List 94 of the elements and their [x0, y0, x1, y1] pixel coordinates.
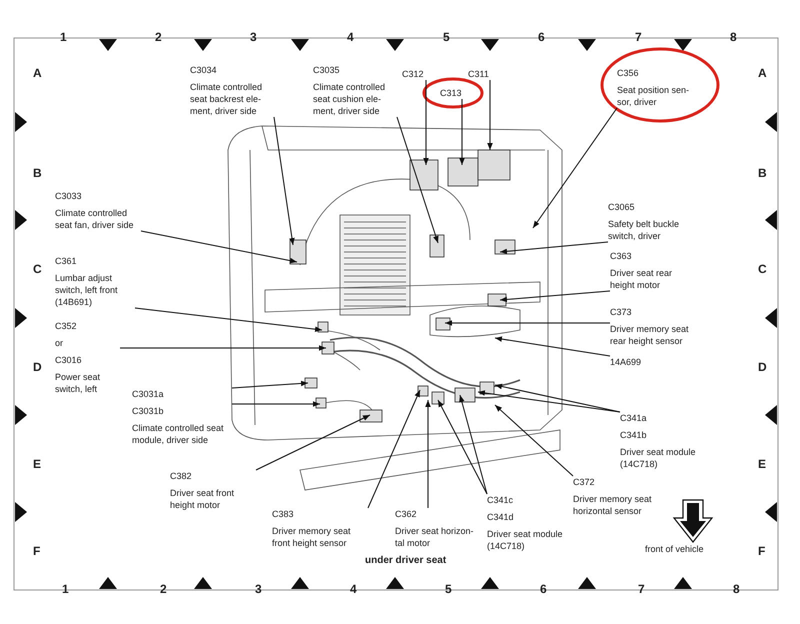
grid-reference: 5: [445, 582, 452, 596]
grid-reference: 2: [155, 30, 162, 44]
leader-line: [444, 320, 610, 326]
callout-text: C383: [272, 508, 294, 520]
leader-line: [140, 230, 298, 264]
callout-text: C362: [395, 508, 417, 520]
callout-text: Climate controlled seat cushion ele- ment, driver side: [313, 81, 386, 117]
leader-line: [459, 98, 465, 166]
leader-line: [134, 308, 322, 332]
leader-line: [494, 336, 610, 356]
callout-text: Driver seat module (14C718): [620, 446, 697, 470]
callout-text: Safety belt buckle switch, driver: [608, 218, 680, 242]
callout-text: Driver memory seat horizontal sensor: [573, 493, 653, 517]
callout-text: C313: [440, 87, 462, 99]
leader-line: [423, 80, 429, 166]
callout-text: Power seat switch, left: [55, 371, 102, 395]
callout-text: Driver seat horizon- tal motor: [395, 525, 475, 549]
grid-reference: 4: [350, 582, 357, 596]
callout-text: Driver memory seat rear height sensor: [610, 323, 690, 347]
grid-reference: A: [758, 66, 767, 80]
grid-reference: F: [758, 544, 766, 558]
callout-text: C3034: [190, 64, 217, 76]
callout-text: or: [55, 337, 64, 349]
grid-reference: 8: [733, 582, 740, 596]
leader-line: [425, 400, 431, 508]
leader-line: [459, 394, 488, 494]
callout-text: C3035: [313, 64, 340, 76]
callout-text: C373: [610, 306, 632, 318]
grid-reference: 2: [160, 582, 167, 596]
grid-reference: D: [758, 360, 767, 374]
callout-text: C3031b: [132, 405, 164, 417]
callout-text: Driver memory seat front height sensor: [272, 525, 352, 549]
grid-reference: 6: [540, 582, 547, 596]
callout-text: C352: [55, 320, 77, 332]
callout-text: Climate controlled seat module, driver side: [132, 422, 225, 446]
grid-reference: B: [33, 166, 42, 180]
grid-reference: 5: [443, 30, 450, 44]
leader-line: [274, 116, 295, 246]
leader-line: [478, 390, 620, 412]
callout-text: C356: [617, 67, 639, 79]
callout-text: Driver seat rear height motor: [610, 267, 674, 291]
grid-reference: 7: [635, 30, 642, 44]
callout-text: C341d: [487, 511, 514, 523]
grid-reference: 1: [60, 30, 67, 44]
grid-reference: 1: [62, 582, 69, 596]
grid-reference: 7: [638, 582, 645, 596]
callout-text: Lumbar adjust switch, left front (14B691): [55, 272, 119, 308]
grid-reference: 6: [538, 30, 545, 44]
grid-reference: 4: [347, 30, 354, 44]
callout-text: Climate controlled seat fan, driver side: [55, 207, 135, 231]
leader-line: [120, 345, 326, 351]
grid-reference: C: [33, 262, 42, 276]
leader-line: [438, 400, 488, 494]
leader-line: [487, 80, 493, 150]
callout-text: 14A699: [610, 356, 642, 368]
grid-reference: B: [758, 166, 767, 180]
direction-label: front of vehicle: [645, 544, 704, 554]
callout-text: C3033: [55, 190, 82, 202]
callout-text: C311: [468, 68, 489, 80]
leader-line: [232, 380, 308, 388]
grid-reference: A: [33, 66, 42, 80]
leader-line: [232, 401, 320, 407]
grid-reference: E: [758, 457, 766, 471]
callout-text: C382: [170, 470, 192, 482]
callout-text: Climate controlled seat backrest ele- ment, driver side: [190, 81, 264, 117]
leader-line: [532, 108, 618, 228]
leader-line: [500, 242, 608, 254]
leader-line: [494, 384, 620, 412]
grid-reference: 3: [250, 30, 257, 44]
grid-reference: E: [33, 457, 42, 471]
view-caption: under driver seat: [365, 555, 446, 566]
callout-text: C361: [55, 255, 77, 267]
grid-reference: 3: [255, 582, 262, 596]
callout-text: C341a: [620, 412, 647, 424]
callout-text: C3031a: [132, 388, 164, 400]
callout-text: C341b: [620, 429, 647, 441]
leader-line: [396, 116, 438, 244]
callout-text: Seat position sen- sor, driver: [617, 84, 690, 108]
callout-text: C372: [573, 476, 595, 488]
callout-text: C3065: [608, 201, 635, 213]
grid-reference: C: [758, 262, 767, 276]
leader-line: [500, 290, 610, 302]
grid-reference: D: [33, 360, 42, 374]
callout-text: C363: [610, 250, 632, 262]
grid-reference: 8: [730, 30, 737, 44]
callout-text: C312: [402, 68, 424, 80]
leader-line: [494, 404, 574, 476]
leader-line: [368, 390, 420, 508]
callout-text: C3016: [55, 354, 82, 366]
callout-text: Driver seat front height motor: [170, 487, 236, 511]
grid-reference: F: [33, 544, 40, 558]
leader-line: [256, 414, 370, 470]
callout-text: Driver seat module (14C718): [487, 528, 564, 552]
callout-text: C341c: [487, 494, 514, 506]
